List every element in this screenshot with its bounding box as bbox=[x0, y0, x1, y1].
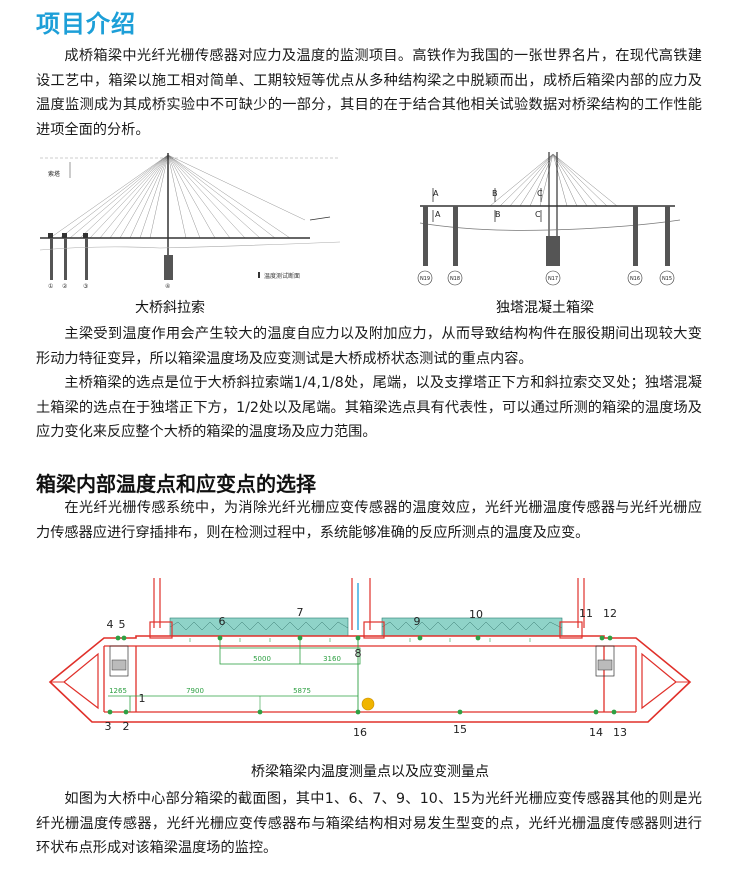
single-tower-girder-figure: A A B B C C N19 N18 N17 N16 N15 bbox=[417, 152, 681, 286]
point-label: 6 bbox=[219, 615, 226, 628]
section-mark: B bbox=[495, 210, 501, 219]
figure1-caption: 大桥斜拉索 bbox=[135, 300, 205, 316]
point-label: 5 bbox=[119, 618, 126, 631]
pier-label: N17 bbox=[548, 276, 558, 282]
dimension-label: 5875 bbox=[293, 687, 311, 695]
section-title: 箱梁内部温度点和应变点的选择 bbox=[36, 472, 316, 496]
point-label: 13 bbox=[613, 726, 627, 739]
pier-label: N19 bbox=[420, 276, 430, 282]
point-label: 3 bbox=[105, 720, 112, 733]
section-mark: C bbox=[535, 210, 541, 219]
dimension-label: 1265 bbox=[109, 687, 127, 695]
point-label: 9 bbox=[414, 615, 421, 628]
box-girder-section-figure: 5000 3160 1265 7900 5875 4 5 6 7 8 bbox=[48, 578, 692, 739]
pier-label: ③ bbox=[83, 283, 88, 290]
point-label: 8 bbox=[355, 647, 362, 660]
figure1-top-label: 索塔 bbox=[48, 170, 60, 178]
dimension-label: 3160 bbox=[323, 655, 341, 663]
pier-label: N15 bbox=[662, 276, 672, 282]
section-mark: A bbox=[433, 189, 439, 198]
point-label: 15 bbox=[453, 723, 467, 736]
page-title: 项目介绍 bbox=[36, 10, 136, 38]
point-label: 16 bbox=[353, 726, 367, 739]
section-mark: A bbox=[435, 210, 441, 219]
figure2-caption: 独塔混凝土箱梁 bbox=[496, 300, 594, 316]
section-mark: B bbox=[492, 189, 498, 198]
point-label: 14 bbox=[589, 726, 603, 739]
dimension-label: 5000 bbox=[253, 655, 271, 663]
point-label: 7 bbox=[297, 606, 304, 619]
pier-label: N16 bbox=[630, 276, 640, 282]
temperature-effect-paragraph: 主梁受到温度作用会产生较大的温度自应力以及附加应力，从而导致结构构件在服役期间出… bbox=[36, 326, 702, 367]
point-label: 12 bbox=[603, 607, 617, 620]
pier-label: ① bbox=[48, 283, 53, 290]
section-mark: C bbox=[537, 189, 543, 198]
point-label: 10 bbox=[469, 608, 483, 621]
section-explanation-paragraph: 如图为大桥中心部分箱梁的截面图，其中1、6、7、9、10、15为光纤光栅应变传感… bbox=[36, 791, 702, 856]
dimension-label: 7900 bbox=[186, 687, 204, 695]
point-label: 4 bbox=[107, 618, 114, 631]
intro-paragraph: 成桥箱梁中光纤光栅传感器对应力及温度的监测项目。高铁作为我国的一张世界名片，在现… bbox=[36, 48, 702, 138]
figure3-caption: 桥梁箱梁内温度测量点以及应变测量点 bbox=[251, 764, 489, 780]
point-selection-paragraph: 主桥箱梁的选点是位于大桥斜拉索端1/4,1/8处，尾端，以及支撑塔正下方和斜拉索… bbox=[36, 375, 702, 440]
reference-marker-icon bbox=[361, 697, 375, 711]
point-label: 1 bbox=[139, 692, 146, 705]
pier-label: ④ bbox=[165, 283, 170, 290]
point-label: 2 bbox=[123, 720, 130, 733]
pier-label: ② bbox=[62, 283, 68, 290]
sensor-layout-paragraph: 在光纤光栅传感系统中，为消除光纤光栅应变传感器的温度效应，光纤光栅温度传感器与光… bbox=[36, 500, 702, 541]
figure1-legend: 温度测试断面 bbox=[264, 272, 300, 280]
pier-label: N18 bbox=[450, 276, 460, 282]
cable-stayed-bridge-figure: 索塔 ① ② ③ ④ 温度测试断面 bbox=[39, 153, 341, 290]
point-label: 11 bbox=[579, 607, 593, 620]
